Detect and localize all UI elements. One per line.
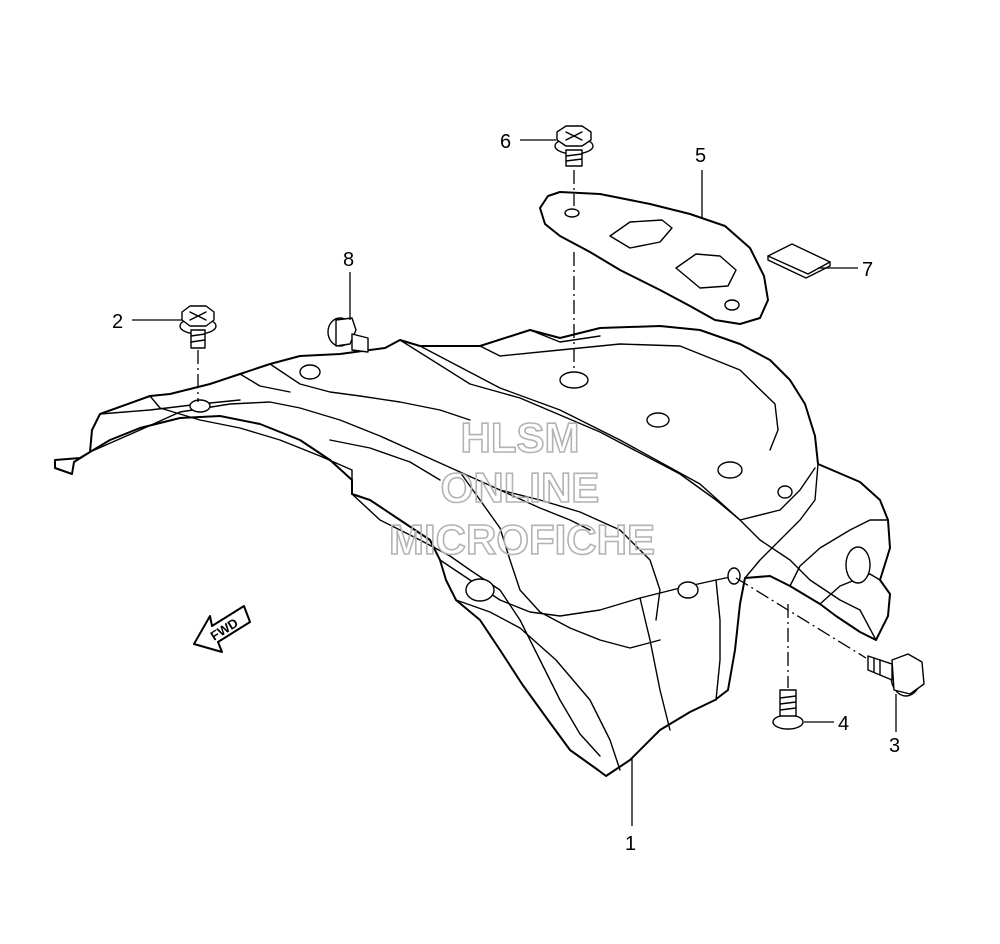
callout-4: 4	[838, 713, 849, 735]
fwd-arrow-icon: FWD	[193, 605, 251, 653]
callout-1: 1	[625, 833, 636, 855]
leader-lines	[132, 139, 897, 826]
part-7-pad	[767, 243, 831, 279]
part-1-fender	[54, 325, 891, 777]
watermark-line-2: ONLINE	[441, 464, 600, 511]
callout-3: 3	[889, 735, 900, 757]
part-4-screw	[772, 689, 804, 730]
callout-5: 5	[695, 145, 706, 167]
callout-6: 6	[500, 131, 511, 153]
callout-7: 7	[862, 259, 873, 281]
part-2-bolt	[179, 305, 217, 349]
callout-labels: 1 2 3 4 5 6 7 8	[112, 131, 900, 855]
watermark-line-3: MICROFICHE	[389, 516, 655, 563]
part-8-fastener	[327, 317, 369, 353]
assembly-lines	[197, 170, 867, 688]
part-3-bolt	[867, 653, 925, 697]
callout-8: 8	[343, 249, 354, 271]
watermark: HLSM ONLINE MICROFICHE	[388, 413, 656, 564]
part-5-bracket	[539, 191, 769, 325]
part-6-bolt	[554, 125, 594, 167]
watermark-line-1: HLSM	[461, 414, 580, 461]
callout-2: 2	[112, 311, 123, 333]
